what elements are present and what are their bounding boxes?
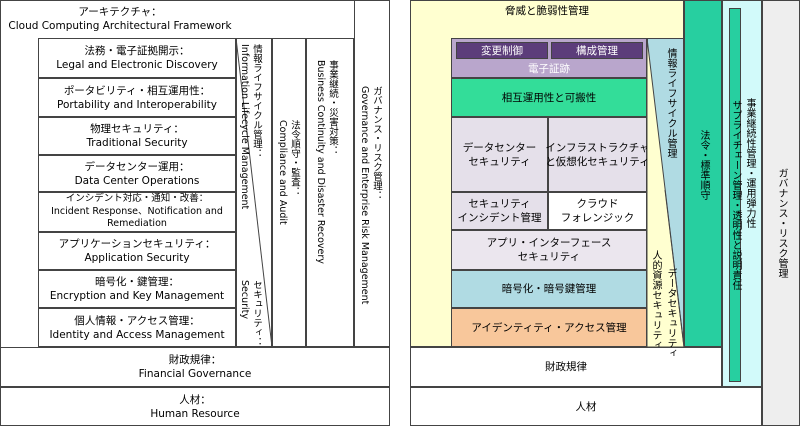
identity-en: Identity and Access Management [49, 328, 225, 341]
appsec-en: Application Security [84, 252, 190, 264]
app-if-label: アプリ・インターフェース セキュリティ [486, 237, 612, 263]
incident-mgmt-box: セキュリティ インシデント管理 [451, 192, 548, 230]
financial-en: Financial Governance [138, 368, 252, 380]
info-lifecycle-en: Information Lifecycle Management [239, 44, 250, 210]
human-sec-label: 人的資源セキュリティ [650, 250, 661, 350]
bcdr-en: Business Continuity and Disaster Recover… [315, 60, 326, 264]
financial-ja: 財政規律： [168, 354, 222, 366]
e-discovery-label: 電子証跡 [528, 63, 570, 75]
info-lifecycle-right-label: 情報ライフサイクル管理 [665, 48, 676, 158]
legal-ja: 法務・電子証拠開示： [84, 45, 190, 57]
left-architecture: アーキテクチャ： Cloud Computing Architectural F… [0, 2, 240, 36]
appsec-ja: アプリケーションセキュリティ： [58, 238, 216, 250]
supply-chain-box [729, 8, 741, 382]
human-ja: 人材： [179, 393, 211, 406]
infra-sec-box: インフラストラクチャ と仮想化セキュリティ [545, 117, 650, 192]
portability-ja: ポータビリティ・相互運用性： [63, 84, 211, 97]
left-item-appsec: アプリケーションセキュリティ： Application Security [38, 232, 236, 270]
datacenter-sec-box: データセンター セキュリティ [451, 117, 548, 192]
data-sec-label: データセキュリティ [665, 268, 676, 358]
app-if-box: アプリ・インターフェース セキュリティ [451, 230, 647, 270]
info-lifecycle-ja: 情報ライフサイクル管理： [251, 44, 262, 158]
governance-right-label: ガバナンス・リスク管理 [776, 168, 787, 278]
compliance-ja: 法令順守・監査： [289, 120, 300, 196]
left-item-portability: ポータビリティ・相互運用性： Portability and Interoper… [38, 78, 236, 117]
data-security-wedge [647, 38, 684, 347]
crypto-en: Encryption and Key Management [49, 290, 225, 302]
left-item-incident: インシデント対応・通知・改善： Incident Response、Notifi… [38, 192, 236, 232]
crypto-ja: 暗号化・鍵管理： [95, 276, 179, 288]
config-mgmt-box: 構成管理 [551, 42, 643, 59]
human-right: 人材 [410, 387, 762, 426]
forensics-label: クラウド フォレンジック [560, 198, 635, 224]
left-diagonal-divider [236, 38, 272, 347]
left-compliance-label: 法令順守・監査： Compliance and Audit [276, 120, 300, 270]
change-control-box: 変更制御 [456, 42, 548, 59]
left-info-lifecycle-label: 情報ライフサイクル管理： Information Lifecycle Manag… [238, 44, 262, 224]
left-bcdr-label: 事業継続・災害対策： Business Continuity and Disas… [314, 60, 338, 340]
incident-mgmt-label: セキュリティ インシデント管理 [457, 198, 542, 224]
left-architecture-en: Cloud Computing Architectural Framework [8, 20, 232, 32]
left-item-crypto: 暗号化・鍵管理： Encryption and Key Management [38, 270, 236, 308]
governance-ja: ガバナンス・リスク管理： [371, 86, 382, 200]
left-security-label: セキュリティ： Security [238, 280, 262, 347]
datacenter-en: Data Center Operations [74, 174, 200, 187]
bcdr-ja: 事業継続・災害対策： [327, 60, 338, 155]
traditional-en: Traditional Security [86, 137, 188, 149]
left-security-column [236, 38, 272, 347]
bc-label: 事業継続性管理・運用弾力性 [744, 98, 755, 228]
forensics-box: クラウド フォレンジック [548, 192, 647, 230]
left-compliance-column [272, 38, 306, 347]
left-financial: 財政規律： Financial Governance [0, 347, 390, 387]
human-en: Human Resource [150, 407, 240, 420]
legal-en: Legal and Electronic Discovery [56, 59, 218, 71]
incident-en2: Remediation [107, 218, 167, 230]
compliance-en: Compliance and Audit [277, 120, 288, 225]
mint-strip [722, 0, 762, 387]
left-item-datacenter: データセンター運用： Data Center Operations [38, 155, 236, 192]
incident-en: Incident Response、Notification and [51, 205, 223, 217]
portability-en: Portability and Interoperability [57, 98, 217, 111]
left-bcdr-column [306, 38, 354, 347]
config-mgmt-label: 構成管理 [576, 44, 618, 57]
governance-en: Governance and Enterprise Risk Managemen… [359, 86, 370, 305]
identity-ja: 個人情報・アクセス管理： [74, 314, 200, 327]
left-governance-label: ガバナンス・リスク管理： Governance and Enterprise R… [358, 86, 382, 346]
governance-strip [762, 0, 800, 426]
threat-vuln-label: 脅威と脆弱性管理 [505, 5, 589, 17]
supply-chain-label: サプライチェーン管理・透明性と説明責任 [730, 100, 741, 290]
left-governance-column [354, 0, 390, 347]
financial-right: 財政規律 [410, 347, 722, 387]
datacenter-sec-label: データセンター セキュリティ [462, 141, 537, 168]
interop-box: 相互運用性と可搬性 [451, 78, 647, 117]
left-item-traditional: 物理セキュリティ： Traditional Security [38, 117, 236, 155]
compliance-strip [684, 0, 722, 347]
infra-sec-label: インフラストラクチャ と仮想化セキュリティ [545, 141, 650, 168]
security-ja: セキュリティ： [251, 280, 262, 347]
left-item-identity: 個人情報・アクセス管理： Identity and Access Managem… [38, 308, 236, 347]
compliance-right-label: 法令・標準順守 [698, 130, 709, 200]
datacenter-ja: データセンター運用： [84, 160, 190, 173]
identity-box: アイデンティティ・アクセス管理 [451, 308, 647, 347]
security-en: Security [239, 280, 250, 320]
incident-ja: インシデント対応・通知・改善： [65, 193, 209, 205]
left-human: 人材： Human Resource [0, 387, 390, 426]
left-item-legal: 法務・電子証拠開示： Legal and Electronic Discover… [38, 38, 236, 78]
change-control-label: 変更制御 [481, 44, 523, 57]
left-architecture-ja: アーキテクチャ： [78, 6, 162, 18]
crypto-box: 暗号化・暗号鍵管理 [451, 270, 647, 308]
traditional-ja: 物理セキュリティ： [90, 123, 184, 135]
